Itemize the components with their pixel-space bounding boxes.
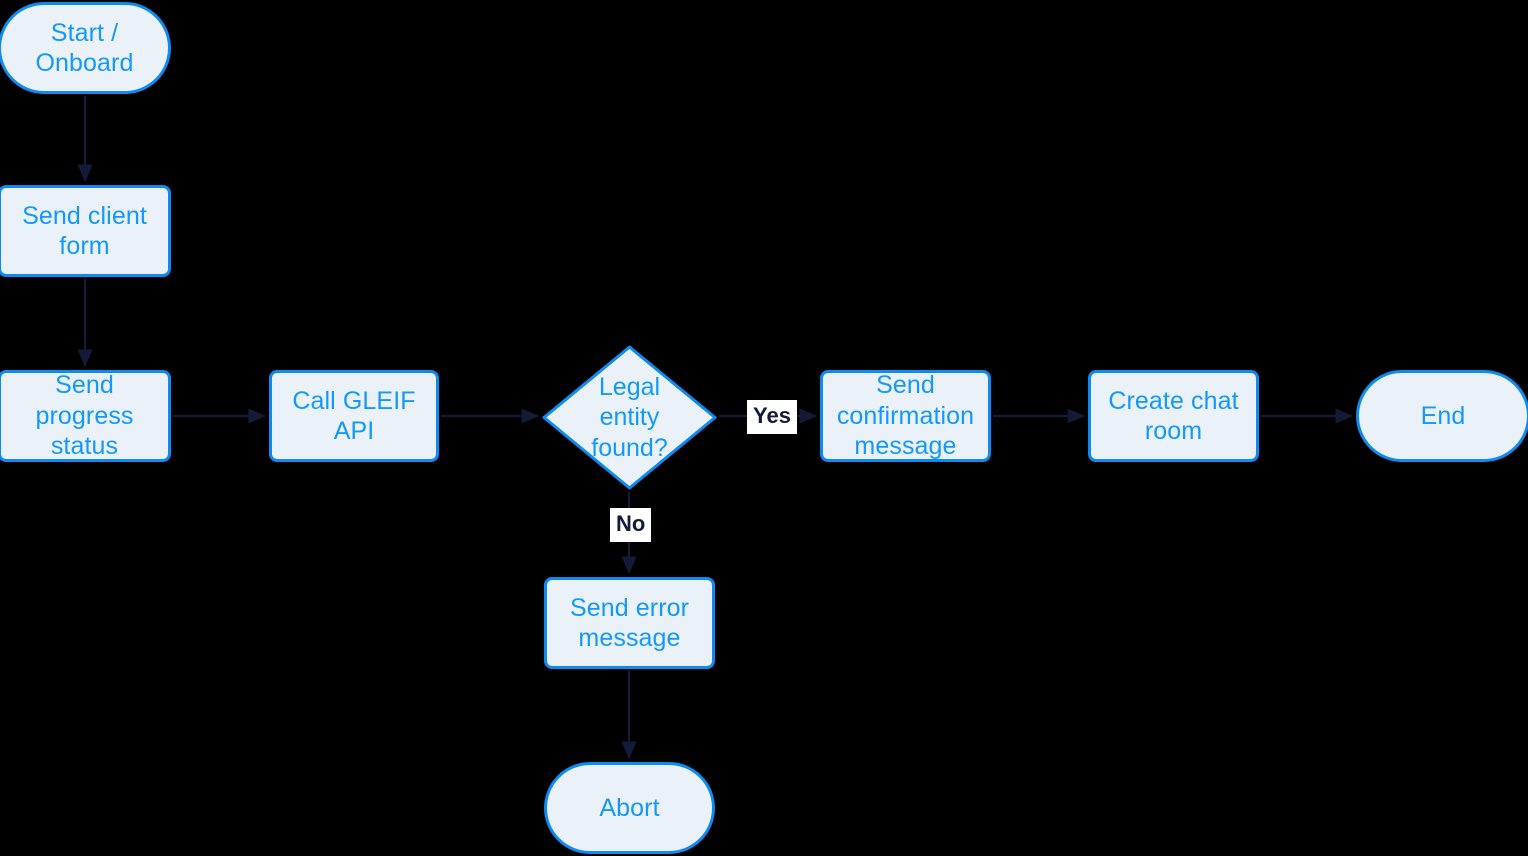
node-send_progress_status[interactable]: Send progress status	[0, 370, 171, 462]
node-label-call_gleif_api: Call GLEIF API	[292, 386, 416, 446]
node-start[interactable]: Start / Onboard	[0, 2, 171, 94]
diamond-shape	[542, 345, 717, 490]
node-send_client_form[interactable]: Send client form	[0, 185, 171, 277]
node-label-create_chat_room: Create chat room	[1108, 386, 1239, 446]
node-abort[interactable]: Abort	[544, 762, 715, 854]
node-call_gleif_api[interactable]: Call GLEIF API	[269, 370, 439, 462]
node-send_confirmation_message[interactable]: Send confirmation message	[820, 370, 991, 462]
node-label-start: Start / Onboard	[35, 18, 134, 78]
node-legal_entity_found[interactable]: Legal entity found?	[542, 345, 717, 490]
node-label-end: End	[1420, 401, 1466, 430]
node-label-send_client_form: Send client form	[22, 201, 147, 261]
node-send_error_message[interactable]: Send error message	[544, 577, 715, 669]
node-end[interactable]: End	[1356, 370, 1528, 462]
node-label-send_confirmation_message: Send confirmation message	[836, 371, 975, 461]
edge-label-yes: Yes	[747, 400, 797, 434]
node-create_chat_room[interactable]: Create chat room	[1088, 370, 1259, 462]
node-label-legal_entity_found: Legal entity found?	[591, 372, 668, 462]
edge-label-no: No	[610, 508, 652, 542]
node-label-send_progress_status: Send progress status	[35, 371, 134, 461]
node-label-send_error_message: Send error message	[569, 593, 690, 653]
node-label-abort: Abort	[599, 793, 660, 822]
